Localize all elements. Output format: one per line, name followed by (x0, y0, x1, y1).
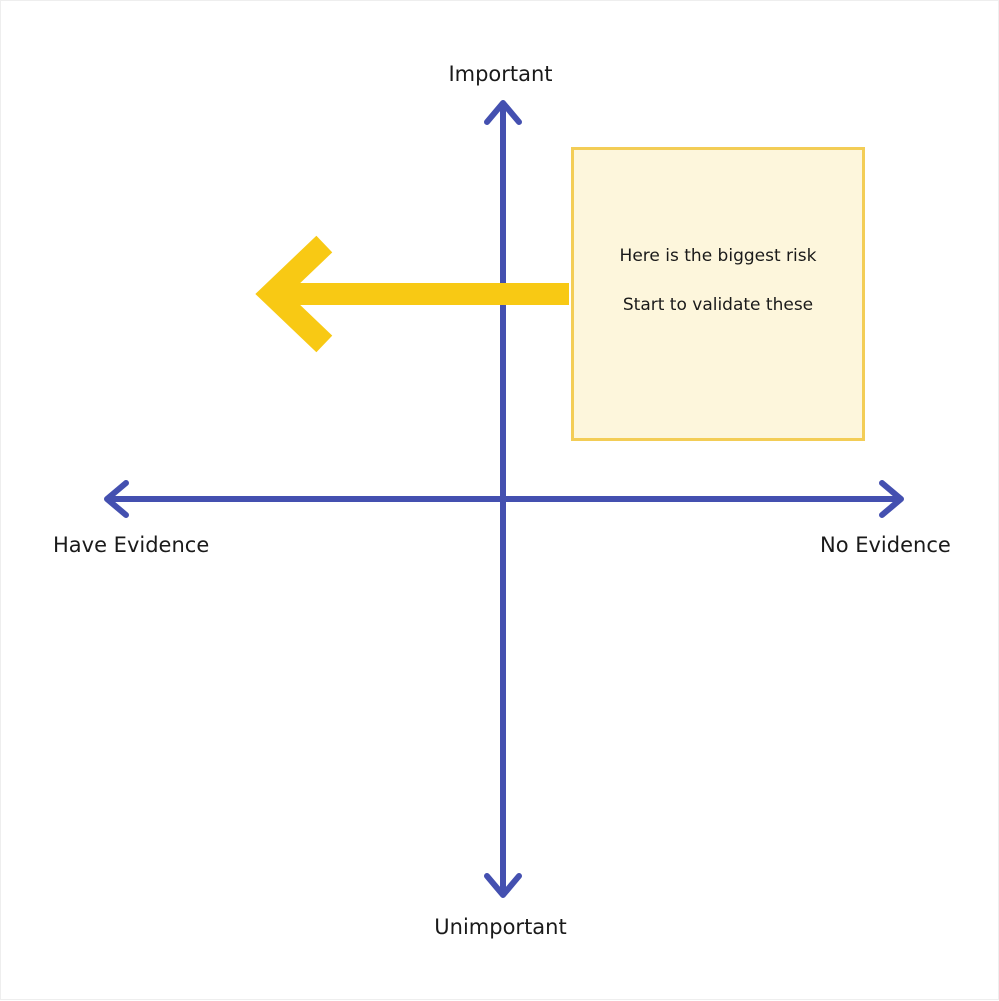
axis-label-no-evidence: No Evidence (820, 533, 951, 557)
note-text-validate: Start to validate these (622, 295, 814, 315)
note-text-biggest-risk: Here is the biggest risk (619, 246, 817, 266)
yellow-arrow-head (255, 235, 333, 353)
horizontal-axis-left-arrowhead (104, 480, 129, 518)
biggest-risk-note: Here is the biggest risk Start to valida… (571, 147, 865, 441)
axis-label-have-evidence: Have Evidence (53, 533, 210, 557)
axis-label-important: Important (448, 62, 553, 86)
horizontal-axis-right-arrowhead (879, 480, 904, 518)
axis-label-unimportant: Unimportant (434, 915, 567, 939)
vertical-axis-top-arrowhead (484, 100, 522, 125)
vertical-axis-bottom-arrowhead (484, 873, 522, 898)
